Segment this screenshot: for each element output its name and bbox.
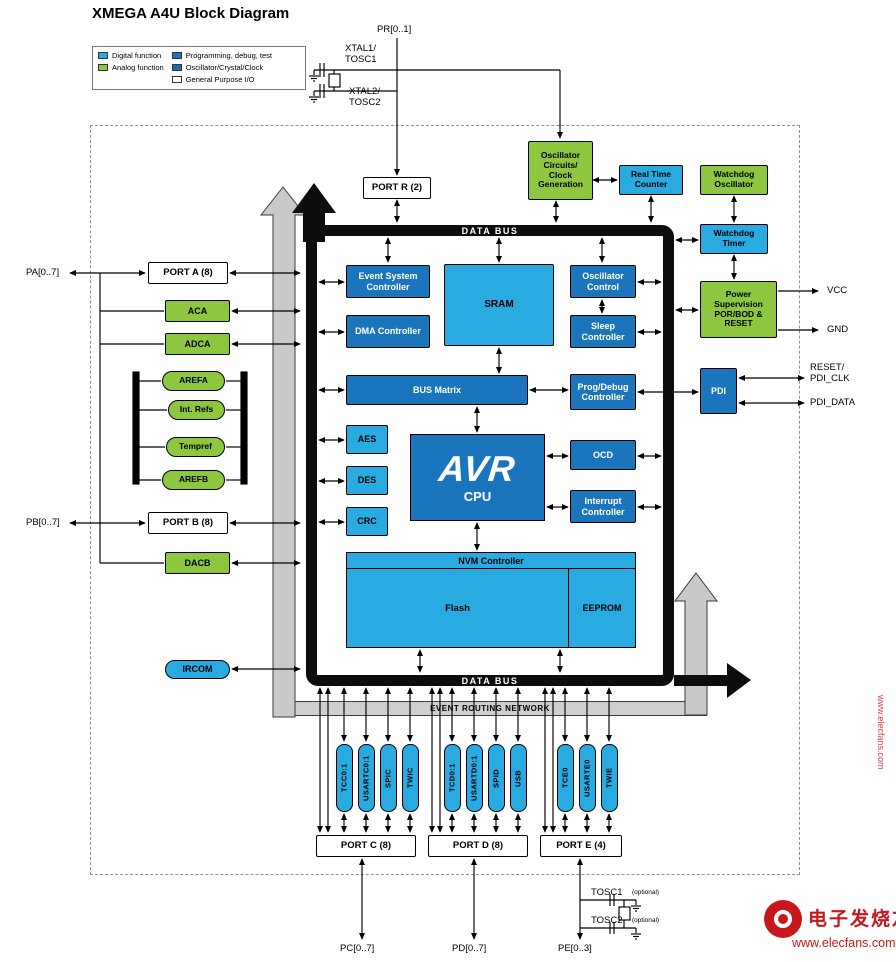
block-des: DES bbox=[346, 466, 388, 495]
block-avr-cpu: AVR CPU bbox=[410, 434, 545, 521]
avr-logo: AVR bbox=[437, 448, 518, 489]
pin-label-xtal2-line1: XTAL2/ bbox=[349, 86, 380, 97]
watermark-name: 电子发烧友 bbox=[808, 909, 896, 930]
block-pdi: PDI bbox=[700, 368, 737, 414]
digital-swatch-icon bbox=[98, 52, 108, 59]
block-power-supervision: Power Supervision POR/BOD & RESET bbox=[700, 281, 777, 338]
block-flash: Flash bbox=[445, 602, 470, 614]
block-interrupt-controller: Interrupt Controller bbox=[570, 490, 636, 523]
crystal-xtal-icon bbox=[309, 63, 341, 103]
pin-label-tosc2-optional: (optional) bbox=[632, 917, 660, 924]
pin-label-xtal2-line2: TOSC2 bbox=[349, 97, 381, 108]
pin-label-pc: PC[0..7] bbox=[340, 943, 375, 954]
block-tcc0: TCC0:1 bbox=[336, 744, 353, 812]
legend-item-oscillator: Oscillator/Crystal/Clock bbox=[171, 63, 272, 72]
pin-label-pb: PB[0..7] bbox=[26, 517, 60, 528]
block-spid: SPID bbox=[488, 744, 505, 812]
pin-label-tosc2: TOSC2 bbox=[591, 915, 623, 926]
debug-swatch-icon bbox=[171, 52, 182, 59]
block-nvm-controller: NVM Controller Flash EEPROM bbox=[346, 552, 636, 648]
page-title: XMEGA A4U Block Diagram bbox=[92, 5, 290, 22]
block-port-a: PORT A (8) bbox=[148, 262, 228, 284]
block-tce0: TCE0 bbox=[557, 744, 574, 812]
pin-label-pd: PD[0..7] bbox=[452, 943, 487, 954]
legend-item-digital: Digital function bbox=[98, 51, 164, 60]
block-spic: SPIC bbox=[380, 744, 397, 812]
data-bus-label-top: DATA BUS bbox=[461, 226, 519, 236]
event-routing-label: EVENT ROUTING NETWORK bbox=[430, 704, 550, 713]
pin-label-vcc: VCC bbox=[827, 285, 848, 296]
aref-bus-right bbox=[240, 371, 248, 485]
legend-item-analog: Analog function bbox=[98, 63, 164, 72]
legend-column-2: Programming, debug, test Oscillator/Crys… bbox=[171, 51, 272, 85]
pin-label-gnd: GND bbox=[827, 324, 849, 335]
block-dacb: DACB bbox=[165, 552, 230, 574]
block-eeprom: EEPROM bbox=[568, 569, 635, 647]
legend-item-debug: Programming, debug, test bbox=[171, 51, 272, 60]
pin-label-reset-line2: PDI_CLK bbox=[810, 373, 850, 384]
block-usb: USB bbox=[510, 744, 527, 812]
event-bus-up-arrow-right bbox=[674, 572, 718, 716]
block-aca: ACA bbox=[165, 300, 230, 322]
analog-swatch-icon bbox=[98, 64, 108, 71]
block-port-b: PORT B (8) bbox=[148, 512, 228, 534]
legend-item-gpio: General Purpose I/O bbox=[171, 75, 272, 84]
block-aes: AES bbox=[346, 425, 388, 454]
data-bus-frame bbox=[306, 225, 674, 686]
block-watchdog-oscillator: Watchdog Oscillator bbox=[700, 165, 768, 195]
watermark-url: www.elecfans.com bbox=[792, 936, 896, 950]
pin-label-tosc1-optional: (optional) bbox=[632, 889, 660, 896]
block-int-refs: Int. Refs bbox=[168, 400, 225, 420]
data-bus-right-arrow bbox=[674, 663, 751, 698]
data-bus-label-bottom: DATA BUS bbox=[461, 676, 519, 686]
pin-label-xtal1-line1: XTAL1/ bbox=[345, 43, 376, 54]
block-watchdog-timer: Watchdog Timer bbox=[700, 224, 768, 254]
legend: Digital function Analog function Program… bbox=[92, 46, 306, 90]
pin-label-tosc1: TOSC1 bbox=[591, 887, 623, 898]
block-ocd: OCD bbox=[570, 440, 636, 470]
block-oscillator-control: Oscillator Control bbox=[570, 265, 636, 298]
aref-bus-left bbox=[132, 371, 140, 485]
block-real-time-counter: Real Time Counter bbox=[619, 165, 683, 195]
block-usartd0: USARTD0:1 bbox=[466, 744, 483, 812]
block-ircom: IRCOM bbox=[165, 660, 230, 679]
event-bus-up-arrow-left bbox=[259, 186, 307, 718]
block-prog-debug-controller: Prog/Debug Controller bbox=[570, 374, 636, 410]
block-tempref: Tempref bbox=[166, 437, 225, 457]
pin-label-pr: PR[0..1] bbox=[377, 24, 412, 35]
block-port-e: PORT E (4) bbox=[540, 835, 622, 857]
block-port-r: PORT R (2) bbox=[363, 177, 431, 199]
block-oscillator-circuits: Oscillator Circuits/ Clock Generation bbox=[528, 141, 593, 200]
block-arefb: AREFB bbox=[162, 470, 225, 490]
watermark: 电子发烧友 www.elecfans.com bbox=[760, 896, 896, 958]
block-crc: CRC bbox=[346, 507, 388, 536]
pin-label-pdi-data: PDI_DATA bbox=[810, 397, 856, 408]
block-arefa: AREFA bbox=[162, 371, 225, 391]
pin-label-pe: PE[0..3] bbox=[558, 943, 592, 954]
block-adca: ADCA bbox=[165, 333, 230, 355]
block-twie: TWIE bbox=[601, 744, 618, 812]
watermark-logo-icon bbox=[764, 900, 802, 938]
legend-column-1: Digital function Analog function bbox=[98, 51, 164, 85]
watermark-side: www.elecfans.com bbox=[876, 695, 886, 770]
oscillator-swatch-icon bbox=[171, 64, 182, 71]
block-usarte0: USARTE0 bbox=[579, 744, 596, 812]
block-sleep-controller: Sleep Controller bbox=[570, 315, 636, 348]
pin-label-reset-line1: RESET/ bbox=[810, 362, 845, 373]
diagram-boundary bbox=[90, 125, 800, 875]
pin-label-xtal1-line2: TOSC1 bbox=[345, 54, 377, 65]
block-twic: TWIC bbox=[402, 744, 419, 812]
block-dma-controller: DMA Controller bbox=[346, 315, 430, 348]
block-port-c: PORT C (8) bbox=[316, 835, 416, 857]
block-bus-matrix: BUS Matrix bbox=[346, 375, 528, 405]
block-port-d: PORT D (8) bbox=[428, 835, 528, 857]
block-tcd0: TCD0:1 bbox=[444, 744, 461, 812]
block-sram: SRAM bbox=[444, 264, 554, 346]
crystal-tosc-icon bbox=[580, 894, 641, 940]
pin-label-pa: PA[0..7] bbox=[26, 267, 60, 278]
gpio-swatch-icon bbox=[171, 76, 182, 83]
block-event-system-controller: Event System Controller bbox=[346, 265, 430, 298]
block-usartc0: USARTC0:1 bbox=[358, 744, 375, 812]
